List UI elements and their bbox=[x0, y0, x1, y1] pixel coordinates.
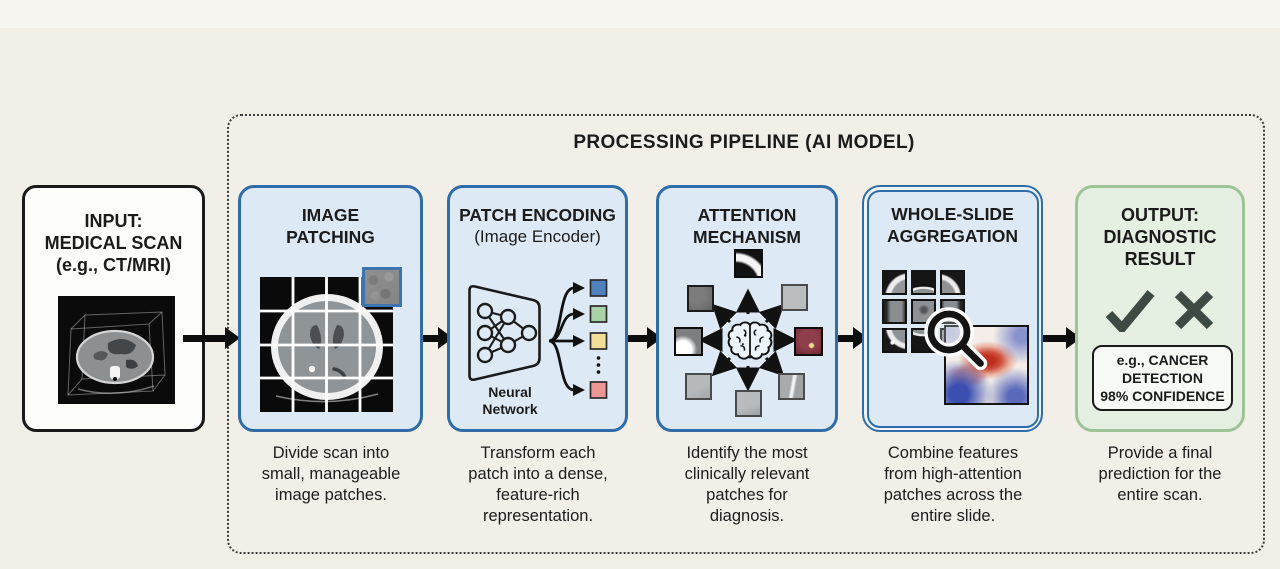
brain-icon bbox=[727, 321, 773, 360]
radiating-arrows-icon bbox=[698, 288, 798, 392]
slide-patch bbox=[882, 328, 907, 353]
ellipsis-dots-icon bbox=[596, 356, 601, 374]
stage-title: IMAGE PATCHING bbox=[286, 205, 375, 247]
cross-icon bbox=[1174, 290, 1214, 330]
stage-patch-encoding: PATCH ENCODING (Image Encoder) Neural Ne… bbox=[447, 185, 628, 432]
slide-patch bbox=[940, 270, 965, 295]
attention-patch bbox=[734, 249, 763, 278]
slide-patch bbox=[911, 270, 936, 295]
neural-network-label: Neural Network bbox=[482, 384, 538, 417]
slide-patch bbox=[882, 299, 907, 324]
neural-network-icon bbox=[468, 284, 541, 382]
zoomed-patch-thumbnail bbox=[362, 267, 402, 307]
attention-patch bbox=[685, 373, 712, 400]
stage-whole-slide-aggregation: WHOLE-SLIDE AGGREGATION bbox=[862, 185, 1043, 432]
attention-patch-highlighted bbox=[794, 327, 823, 356]
stage-subtitle: (Image Encoder) bbox=[474, 227, 601, 246]
checkmark-icon bbox=[1105, 290, 1155, 332]
attention-patch bbox=[778, 373, 805, 400]
input-box-title: INPUT: MEDICAL SCAN (e.g., CT/MRI) bbox=[44, 211, 183, 275]
stage-title: PATCH ENCODING bbox=[459, 205, 616, 225]
output-box: OUTPUT: DIAGNOSTIC RESULT e.g., CANCER D… bbox=[1075, 185, 1245, 432]
input-box: INPUT: MEDICAL SCAN (e.g., CT/MRI) bbox=[22, 185, 205, 432]
flow-arrow-input-to-patching bbox=[183, 327, 240, 349]
patched-brain-scan-image bbox=[260, 277, 393, 412]
slide-patch bbox=[882, 270, 907, 295]
caption-image-patching: Divide scan into small, manageable image… bbox=[261, 444, 401, 504]
feature-vector-squares bbox=[589, 279, 608, 399]
attention-patch bbox=[687, 285, 714, 312]
attention-patch bbox=[735, 390, 762, 417]
pipeline-title: PROCESSING PIPELINE (AI MODEL) bbox=[573, 132, 915, 153]
caption-attention: Identify the most clinically relevant pa… bbox=[684, 444, 810, 525]
top-strip bbox=[0, 0, 1280, 28]
result-label-box: e.g., CANCER DETECTION 98% CONFIDENCE bbox=[1092, 345, 1233, 411]
result-label: e.g., CANCER DETECTION 98% CONFIDENCE bbox=[1100, 352, 1225, 404]
caption-aggregation: Combine features from high-attention pat… bbox=[883, 444, 1023, 525]
stage-title: WHOLE-SLIDE AGGREGATION bbox=[887, 204, 1018, 246]
caption-patch-encoding: Transform each patch into a dense, featu… bbox=[468, 444, 608, 525]
branching-arrows-icon bbox=[549, 282, 585, 396]
magnifier-icon bbox=[924, 307, 988, 371]
stage-attention-mechanism: ATTENTION MECHANISM bbox=[656, 185, 838, 432]
ct-scan-3d-icon bbox=[58, 296, 175, 404]
attention-patch bbox=[674, 327, 703, 356]
stage-title: ATTENTION MECHANISM bbox=[693, 205, 801, 247]
output-title: OUTPUT: DIAGNOSTIC RESULT bbox=[1103, 205, 1217, 269]
attention-patch bbox=[781, 284, 808, 311]
caption-output: Provide a final prediction for the entir… bbox=[1098, 444, 1222, 504]
stage-image-patching: IMAGE PATCHING bbox=[238, 185, 423, 432]
result-marks bbox=[1078, 288, 1242, 332]
